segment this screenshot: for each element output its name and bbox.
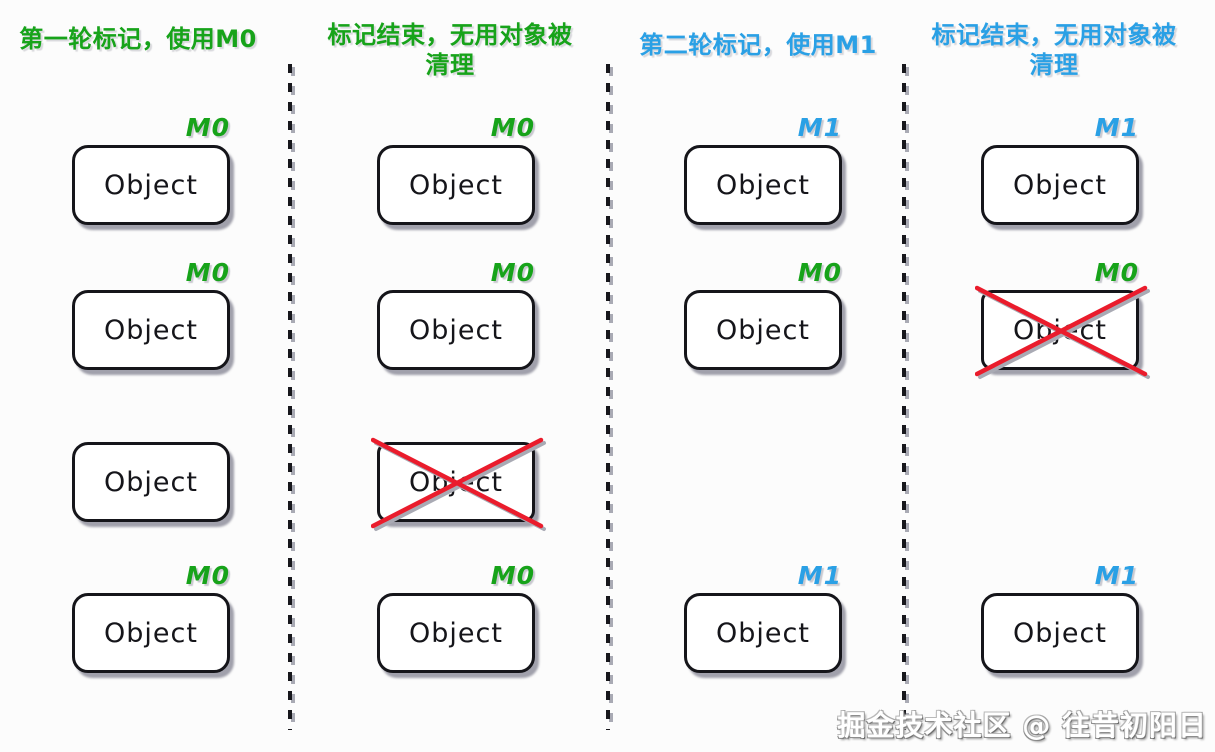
object-box-label: Object (104, 466, 198, 498)
object-box-label: Object (104, 169, 198, 201)
mark-label: M1 (1094, 113, 1139, 142)
object-slot: M0 Object (377, 258, 535, 370)
object-box-label: Object (409, 169, 503, 201)
object-slot: M0 Object (72, 258, 230, 370)
mark-label (72, 410, 230, 442)
object-box: Object (72, 593, 230, 673)
object-box-label: Object (104, 617, 198, 649)
dashed-divider (902, 64, 910, 730)
object-box: Object (684, 290, 842, 370)
mark-label: M0 (185, 561, 230, 590)
mark-label: M0 (490, 258, 535, 287)
object-box-label: Object (1013, 314, 1107, 346)
object-slot: M1 Object (684, 113, 842, 225)
dashed-divider (606, 64, 614, 730)
object-slot: M1 Object (684, 561, 842, 673)
column-header-round2-sweep: 标记结束，无用对象被清理 (931, 21, 1177, 79)
object-box-label: Object (1013, 169, 1107, 201)
object-slot: M1 Object (981, 113, 1139, 225)
column-header-round1-sweep: 标记结束，无用对象被清理 (327, 21, 573, 79)
object-slot: Object (72, 410, 230, 522)
object-box: Object (684, 145, 842, 225)
object-slot: M0 Object (684, 258, 842, 370)
mark-label: M1 (1094, 561, 1139, 590)
mark-label: M0 (490, 113, 535, 142)
object-slot: Object (371, 410, 546, 531)
object-box: Object (377, 593, 535, 673)
object-box-label: Object (716, 617, 810, 649)
object-slot: M1 Object (981, 561, 1139, 673)
object-box: Object (377, 145, 535, 225)
object-box: Object (981, 145, 1139, 225)
object-box-label: Object (1013, 617, 1107, 649)
object-box: Object (72, 145, 230, 225)
object-box-label: Object (409, 617, 503, 649)
object-box-label: Object (716, 169, 810, 201)
object-box-label: Object (409, 466, 503, 498)
mark-label: M1 (797, 561, 842, 590)
object-box-label: Object (104, 314, 198, 346)
mark-label: M0 (185, 113, 230, 142)
object-box: Object (981, 593, 1139, 673)
column-header-round2-mark: 第二轮标记，使用M1 (639, 31, 877, 59)
object-slot: M0 Object (975, 258, 1150, 379)
dashed-divider (288, 64, 296, 730)
mark-label: M0 (490, 561, 535, 590)
object-slot: M0 Object (377, 113, 535, 225)
watermark: 掘金技术社区 @ 往昔初阳日 (837, 709, 1207, 742)
mark-label (377, 410, 535, 442)
mark-label: M0 (1094, 258, 1139, 287)
object-box-label: Object (716, 314, 810, 346)
object-box-crossed: Object (371, 437, 546, 531)
object-slot: M0 Object (72, 113, 230, 225)
object-box: Object (72, 442, 230, 522)
column-header-round1-mark: 第一轮标记，使用M0 (19, 25, 257, 53)
object-slot: M0 Object (377, 561, 535, 673)
object-box: Object (684, 593, 842, 673)
mark-label: M1 (797, 113, 842, 142)
object-box-label: Object (409, 314, 503, 346)
object-box: Object (72, 290, 230, 370)
mark-label: M0 (797, 258, 842, 287)
object-box-crossed: Object (975, 285, 1150, 379)
mark-label: M0 (185, 258, 230, 287)
object-slot: M0 Object (72, 561, 230, 673)
object-box: Object (377, 290, 535, 370)
